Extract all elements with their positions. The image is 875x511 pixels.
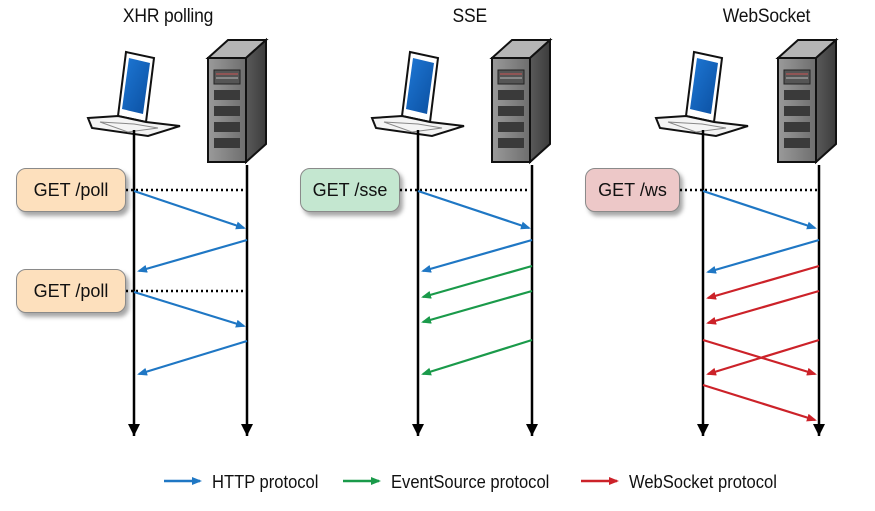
websocket-arrow <box>702 338 817 376</box>
legend-http: HTTP protocol <box>212 470 328 494</box>
websocket-arrow <box>706 289 820 325</box>
http-arrow <box>133 189 246 230</box>
legend-eventsource-label: EventSource protocol <box>391 471 550 492</box>
eventsource-arrow <box>421 338 533 376</box>
http-arrow <box>421 238 533 273</box>
http-arrow <box>137 238 248 273</box>
server-icon <box>489 37 553 165</box>
websocket-title: WebSocket <box>722 6 811 27</box>
sse-title: SSE <box>452 6 487 27</box>
http-arrow <box>706 238 820 274</box>
legend-websocket: WebSocket protocol <box>629 470 790 494</box>
http-arrow <box>702 189 817 230</box>
xhr-polling-title: XHR polling <box>122 6 214 27</box>
sse-column <box>370 37 553 436</box>
get-poll-badge: GET /poll <box>16 168 126 212</box>
legend-http-label: HTTP protocol <box>212 471 319 492</box>
server-icon <box>775 37 839 165</box>
http-arrow <box>417 189 531 230</box>
laptop-icon <box>654 50 749 138</box>
get-sse-badge: GET /sse <box>300 168 400 212</box>
laptop-icon <box>370 50 465 138</box>
laptop-icon <box>86 50 181 138</box>
http-arrow <box>137 339 248 376</box>
server-icon <box>205 37 269 165</box>
websocket-arrow <box>706 338 820 376</box>
get-poll-badge: GET /poll <box>16 269 126 313</box>
legend-websocket-label: WebSocket protocol <box>629 471 777 492</box>
eventsource-arrow <box>421 264 533 299</box>
eventsource-arrow <box>421 289 533 324</box>
xhr-column <box>86 37 269 436</box>
http-arrow <box>133 290 246 328</box>
websocket-arrow <box>706 264 820 300</box>
websocket-column <box>654 37 839 436</box>
legend-eventsource: EventSource protocol <box>391 470 563 494</box>
websocket-arrow <box>702 383 817 422</box>
get-ws-badge: GET /ws <box>585 168 680 212</box>
